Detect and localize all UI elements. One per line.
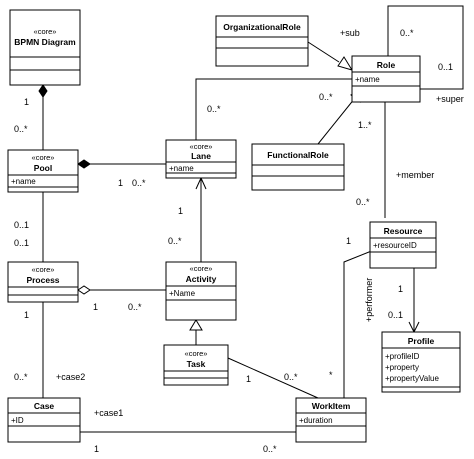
multiplicity-label: 0..* xyxy=(207,104,221,114)
multiplicity-label: 0..* xyxy=(132,178,146,188)
multiplicity-label: 0..* xyxy=(319,92,333,102)
class-attribute: +name xyxy=(169,164,194,173)
class-attribute: +profileID xyxy=(385,352,420,361)
multiplicity-label: 0..* xyxy=(356,197,370,207)
multiplicity-label: 1 xyxy=(398,284,403,294)
class-name: Role xyxy=(377,60,396,70)
multiplicity-label: 0..* xyxy=(128,302,142,312)
edge-lane-role xyxy=(195,78,352,140)
class-functional-role[interactable]: FunctionalRole xyxy=(251,143,345,191)
class-name: Resource xyxy=(384,226,423,236)
edge-labels: 1 0..* 1 0..* 0..1 0..1 0..* 1 0..* 1 0.… xyxy=(14,28,464,454)
multiplicity-label: 0..* xyxy=(168,236,182,246)
class-stereotype: «core» xyxy=(34,27,57,36)
role-label: +member xyxy=(396,170,434,180)
class-attribute: +name xyxy=(11,177,36,186)
multiplicity-label: 1 xyxy=(346,236,351,246)
class-attribute: +name xyxy=(355,75,380,84)
composition-diamond-pool xyxy=(77,159,91,169)
role-label: +performer xyxy=(364,278,374,322)
class-profile[interactable]: Profile +profileID +property +propertyVa… xyxy=(381,331,461,393)
multiplicity-label: 0..1 xyxy=(14,238,29,248)
class-name: Task xyxy=(187,359,206,369)
class-attribute: +duration xyxy=(299,416,333,425)
associations xyxy=(38,5,464,433)
class-attribute: +resourceID xyxy=(373,241,417,250)
generalization-arrow-orgrole xyxy=(337,56,354,71)
class-name: Process xyxy=(26,275,59,285)
edge-workitem-resource xyxy=(343,249,375,398)
multiplicity-label: 1 xyxy=(24,310,29,320)
class-name: Lane xyxy=(191,151,211,161)
class-name: Case xyxy=(34,401,55,411)
role-label: +super xyxy=(436,94,464,104)
role-label: +sub xyxy=(340,28,360,38)
role-label: +case2 xyxy=(56,372,85,382)
class-workitem[interactable]: WorkItem +duration xyxy=(295,397,367,443)
multiplicity-label: 1 xyxy=(178,206,183,216)
class-pool[interactable]: «core» Pool +name xyxy=(7,149,79,193)
multiplicity-label: 1 xyxy=(118,178,123,188)
class-activity[interactable]: «core» Activity +Name xyxy=(165,261,237,321)
class-name: FunctionalRole xyxy=(267,150,329,160)
class-bpmn-diagram[interactable]: «core» BPMN Diagram xyxy=(9,9,81,86)
class-attribute: +ID xyxy=(11,416,24,425)
multiplicity-label: 0..1 xyxy=(388,310,403,320)
class-name: BPMN Diagram xyxy=(14,37,76,47)
class-stereotype: «core» xyxy=(32,265,55,274)
class-role[interactable]: Role +name xyxy=(351,55,421,103)
class-task[interactable]: «core» Task xyxy=(163,344,229,386)
edge-task-workitem xyxy=(227,357,319,399)
class-stereotype: «core» xyxy=(190,264,213,273)
class-name: WorkItem xyxy=(312,401,351,411)
generalization-arrow-activity xyxy=(189,319,203,331)
multiplicity-label: 0..1 xyxy=(14,220,29,230)
multiplicity-label: 1 xyxy=(24,97,29,107)
multiplicity-label: 1 xyxy=(93,302,98,312)
class-case[interactable]: Case +ID xyxy=(7,397,81,443)
class-stereotype: «core» xyxy=(32,153,55,162)
edge-funcrole-role xyxy=(317,97,356,145)
multiplicity-label: 1..* xyxy=(358,120,372,130)
class-name: Pool xyxy=(34,163,52,173)
multiplicity-label: 0..* xyxy=(284,372,298,382)
multiplicity-label: 0..* xyxy=(14,124,28,134)
class-organizational-role[interactable]: OrganizationalRole xyxy=(215,15,309,67)
class-name: Profile xyxy=(408,336,435,346)
aggregation-diamond-process xyxy=(77,285,91,295)
class-attribute: +Name xyxy=(169,289,196,298)
multiplicity-label: * xyxy=(329,370,333,380)
edge-role-self xyxy=(387,5,464,90)
multiplicity-label: 1 xyxy=(94,444,99,454)
class-name: OrganizationalRole xyxy=(223,22,301,32)
edge-orgrole-role xyxy=(307,41,340,63)
class-stereotype: «core» xyxy=(190,142,213,151)
multiplicity-label: 0..* xyxy=(14,372,28,382)
composition-diamond-diagram xyxy=(38,84,48,98)
class-lane[interactable]: «core» Lane +name xyxy=(165,139,237,179)
role-label: +case1 xyxy=(94,408,123,418)
class-stereotype: «core» xyxy=(185,349,208,358)
multiplicity-label: 0..* xyxy=(263,444,277,454)
multiplicity-label: 0..* xyxy=(400,28,414,38)
class-name: Activity xyxy=(186,274,217,284)
multiplicity-label: 1 xyxy=(246,374,251,384)
multiplicity-label: 0..1 xyxy=(438,62,453,72)
class-attribute: +property xyxy=(385,363,419,372)
class-process[interactable]: «core» Process xyxy=(7,261,79,303)
class-attribute: +propertyValue xyxy=(385,374,439,383)
class-resource[interactable]: Resource +resourceID xyxy=(369,221,437,269)
